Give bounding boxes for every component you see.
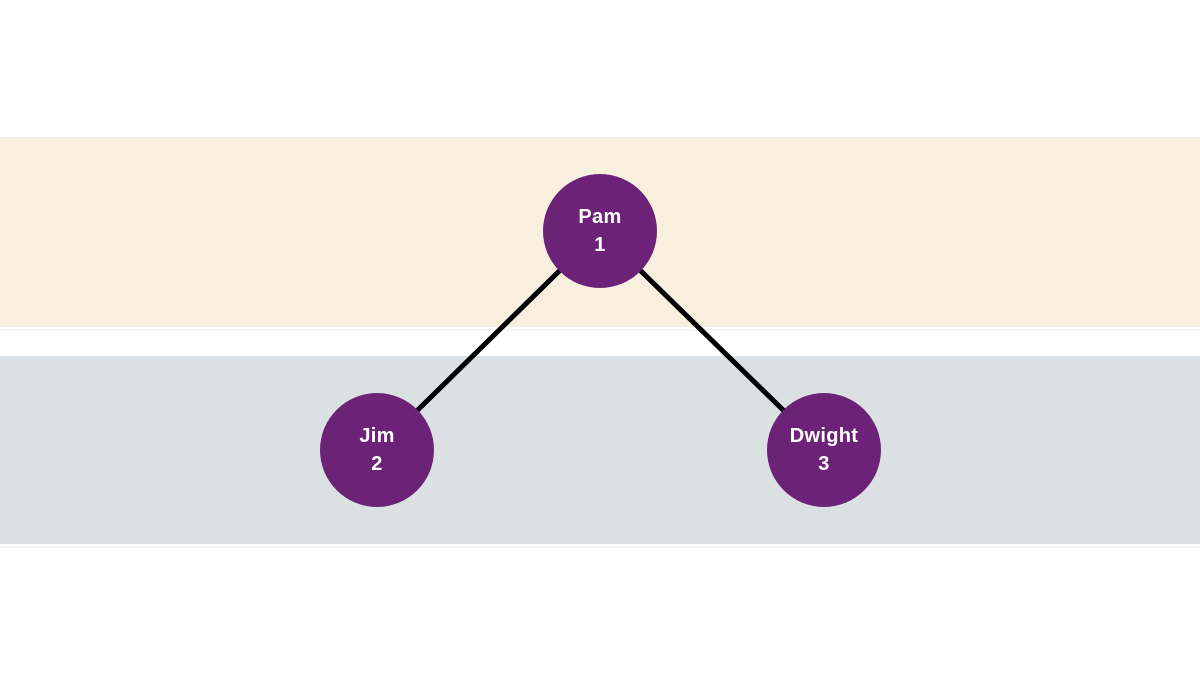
- node-name: Jim: [359, 425, 395, 447]
- tree-node-dwight: Dwight 3: [767, 393, 881, 507]
- node-value: 2: [371, 453, 383, 475]
- row-divider-1: [0, 329, 1200, 331]
- node-value: 3: [818, 453, 830, 475]
- node-name: Pam: [578, 206, 622, 228]
- level-2-band: [0, 356, 1200, 544]
- row-divider-2: [0, 546, 1200, 548]
- tree-node-jim: Jim 2: [320, 393, 434, 507]
- node-name: Dwight: [789, 425, 859, 447]
- node-value: 1: [594, 234, 606, 256]
- tree-node-pam: Pam 1: [543, 174, 657, 288]
